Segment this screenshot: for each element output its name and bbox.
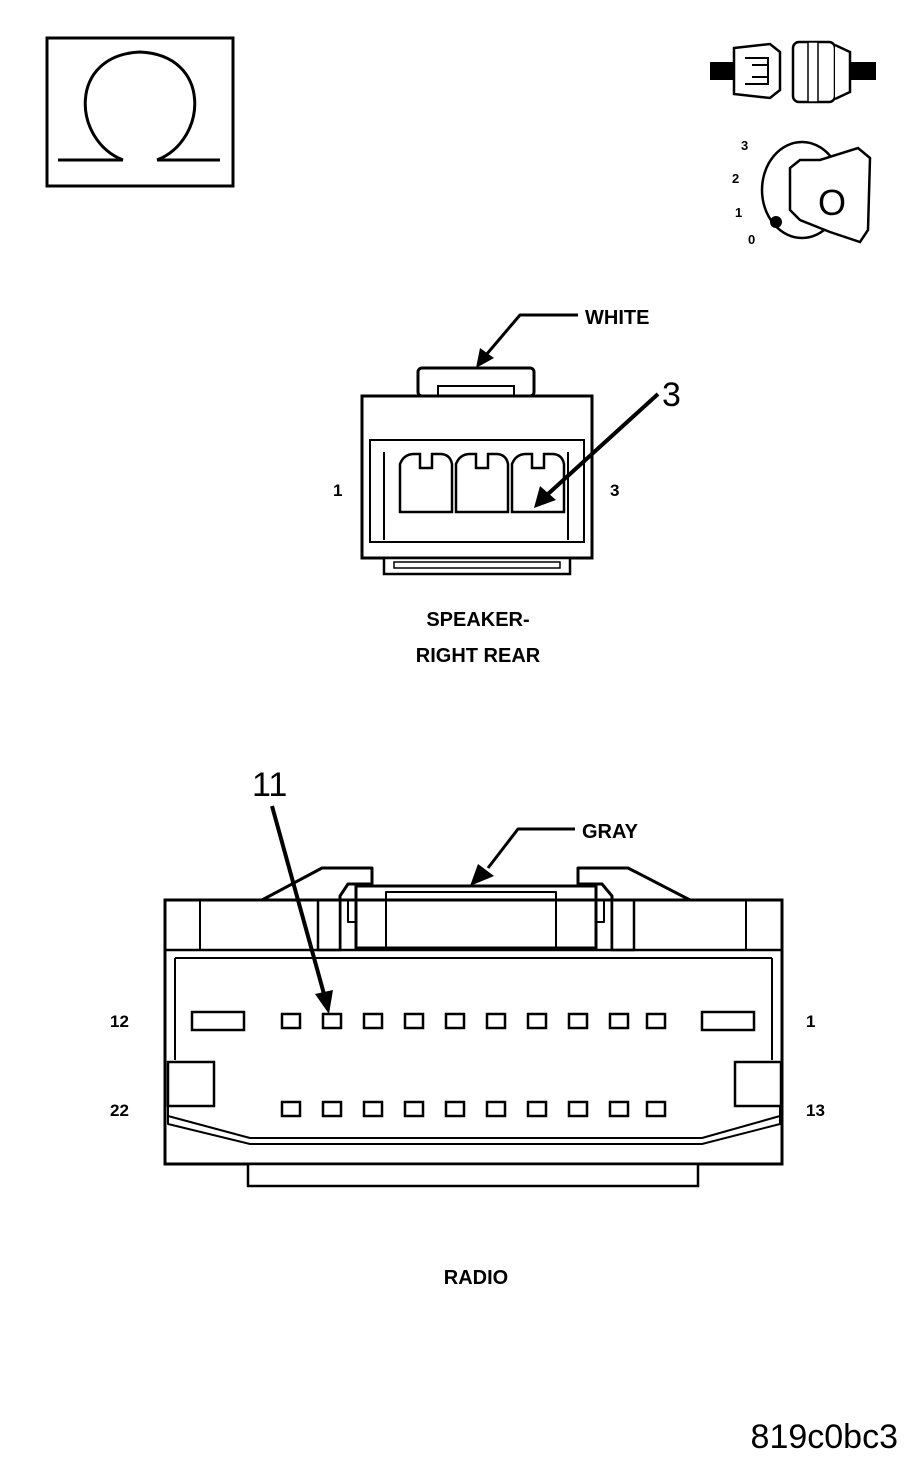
ohm-meter-icon xyxy=(45,36,235,188)
speaker-connector: WHITE 1 3 3 SPEAKER- RIGHT REAR xyxy=(333,307,681,667)
speaker-pin-1-label: 1 xyxy=(333,481,342,500)
radio-pin-12-label: 12 xyxy=(110,1012,129,1031)
speaker-title-line1: SPEAKER- xyxy=(426,609,529,631)
disconnected-connector-icon xyxy=(710,40,876,104)
radio-connector: GRAY xyxy=(110,766,825,1289)
ignition-position-2: 2 xyxy=(732,171,739,186)
figure-code: 819c0bc3 xyxy=(751,1418,898,1456)
radio-pin-1-label: 1 xyxy=(806,1012,815,1031)
ignition-position-1: 1 xyxy=(735,205,742,220)
radio-title: RADIO xyxy=(444,1267,508,1289)
ignition-position-0: 0 xyxy=(748,232,755,247)
ignition-key-label: O xyxy=(818,182,846,223)
radio-pin-13-label: 13 xyxy=(806,1101,825,1120)
ignition-position-3: 3 xyxy=(741,138,748,153)
radio-pin-22-label: 22 xyxy=(110,1101,129,1120)
ignition-off-key-icon: 3 2 1 0 O xyxy=(732,138,872,247)
speaker-callout: 3 xyxy=(662,376,681,414)
radio-color-label: GRAY xyxy=(582,821,639,843)
speaker-title-line2: RIGHT REAR xyxy=(416,645,541,667)
speaker-color-label: WHITE xyxy=(585,307,649,329)
radio-callout: 11 xyxy=(252,766,287,804)
speaker-pin-3-label: 3 xyxy=(610,481,619,500)
